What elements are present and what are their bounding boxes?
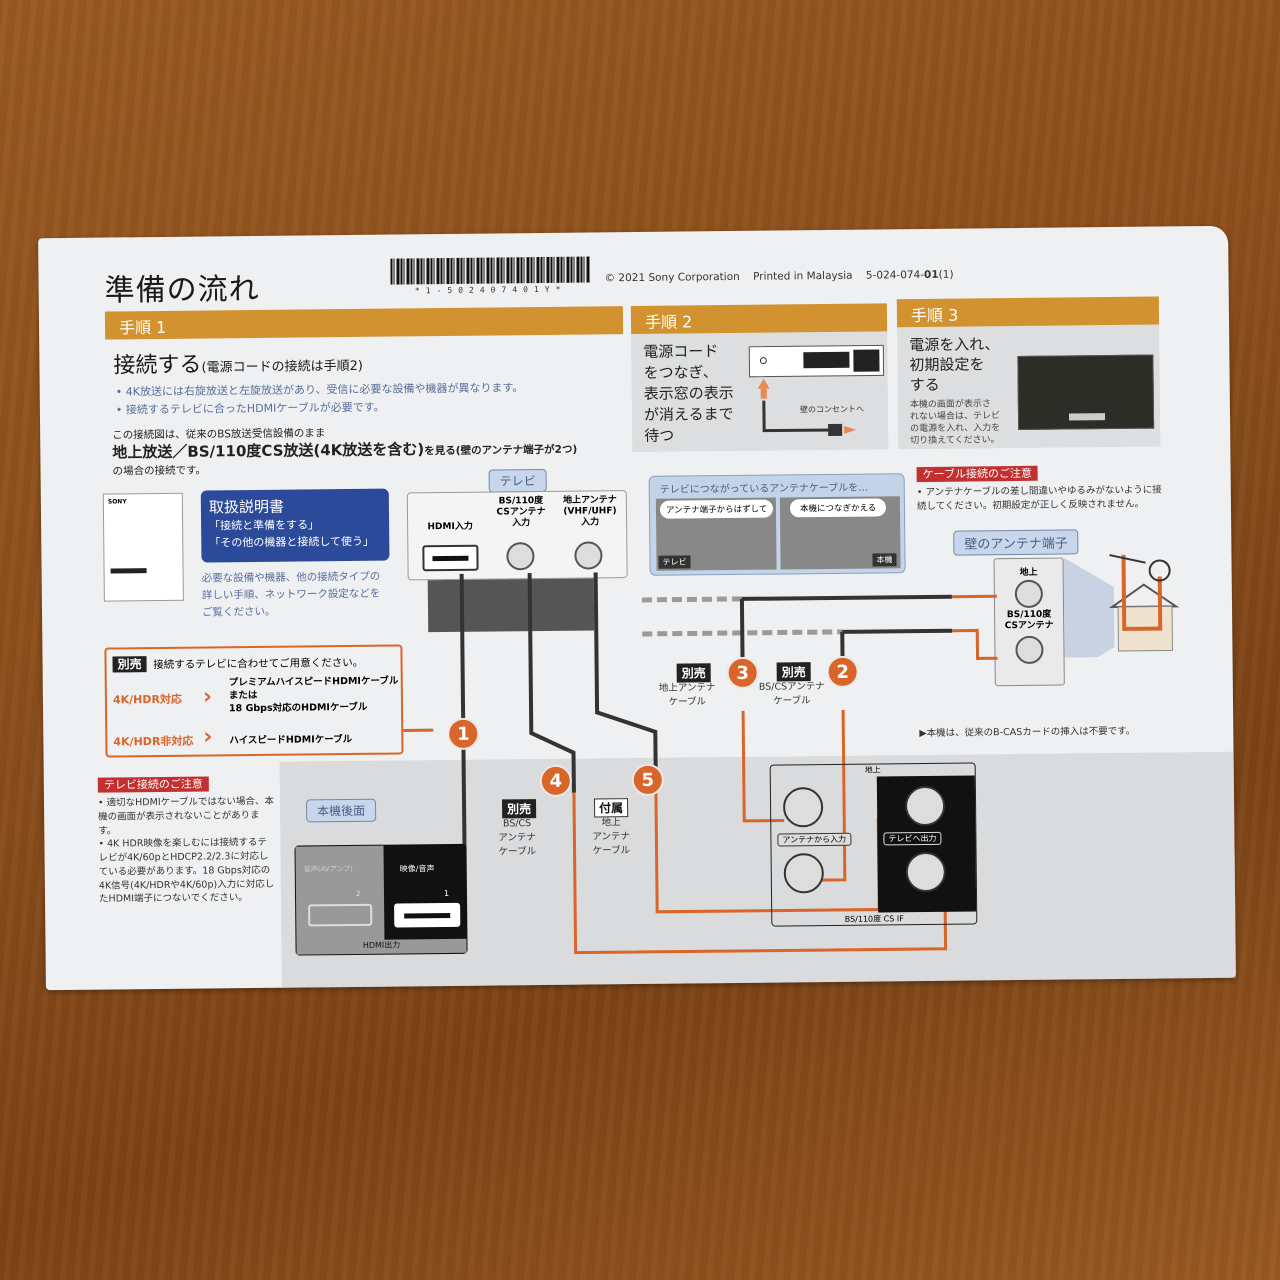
hdmi-output-panel: 音声(AVアンプ) 2 映像/音声 1 HDMI出力 bbox=[294, 843, 468, 956]
cable5-badge: 付属 bbox=[593, 798, 629, 818]
bcas-note: ▶本機は、従来のB-CASカードの挿入は不要です。 bbox=[919, 725, 1136, 740]
cable4-badge: 別売 bbox=[501, 799, 537, 819]
hdmi-port2-num: 2 bbox=[355, 889, 361, 898]
hdmi-out-label: HDMI出力 bbox=[296, 938, 467, 955]
cable4-desc: BS/CS アンテナ ケーブル bbox=[498, 818, 537, 857]
cable-number-2: 2 bbox=[826, 655, 859, 689]
cable-number-5: 5 bbox=[631, 763, 664, 797]
bs-if-label: BS/110度 CS IF bbox=[844, 914, 904, 924]
antenna-port-panel: 地上 アンテナから入力 テレビへ出力 BS/110度 CS IF bbox=[769, 762, 978, 927]
rear-terrestrial-label: 地上 bbox=[864, 765, 881, 775]
outlet-label: 壁のコンセントへ bbox=[800, 404, 864, 415]
cable5-desc: 地上 アンテナ ケーブル bbox=[592, 817, 631, 857]
hdmi-port-icon bbox=[394, 902, 461, 928]
cable3-desc: 地上アンテナ ケーブル bbox=[658, 682, 716, 708]
hdmi-audio-label: 音声(AVアンプ) bbox=[303, 864, 353, 874]
cable-number-3: 3 bbox=[726, 656, 759, 690]
cable3-badge: 別売 bbox=[676, 663, 711, 683]
coax-port-icon bbox=[783, 853, 824, 894]
antenna-input-label: アンテナから入力 bbox=[777, 832, 852, 847]
hdmi-port1-num: 1 bbox=[443, 888, 450, 899]
house-antenna-illustration bbox=[1063, 554, 1180, 658]
coax-port-icon bbox=[782, 787, 824, 828]
coax-port-icon bbox=[905, 851, 946, 893]
instruction-sheet: 準備の流れ *1-502407401Y* © 2021 Sony Corpora… bbox=[38, 225, 1236, 991]
step2-panel: 手順 2 電源コードをつなぎ、表示窓の表示が消えるまで待つ 壁のコンセントへ bbox=[630, 303, 889, 453]
coax-port-icon bbox=[904, 785, 946, 827]
cable-number-1: 1 bbox=[447, 717, 480, 750]
hdmi-port-icon bbox=[308, 903, 373, 927]
cable2-desc: BS/CSアンテナ ケーブル bbox=[758, 681, 825, 707]
tv-output-label: テレビへ出力 bbox=[883, 831, 942, 846]
old-cable-dashed bbox=[641, 596, 742, 603]
cable2-badge: 別売 bbox=[776, 662, 811, 682]
power-cord-illustration: 壁のコンセントへ bbox=[748, 344, 885, 436]
cable-number-4: 4 bbox=[539, 764, 572, 798]
cable-1 bbox=[461, 733, 467, 854]
hdmi-video-label: 映像/音声 bbox=[399, 864, 435, 874]
cable-diagram bbox=[403, 572, 998, 955]
cable-4-route bbox=[572, 792, 948, 955]
rear-panel-label: 本機後面 bbox=[305, 798, 377, 823]
